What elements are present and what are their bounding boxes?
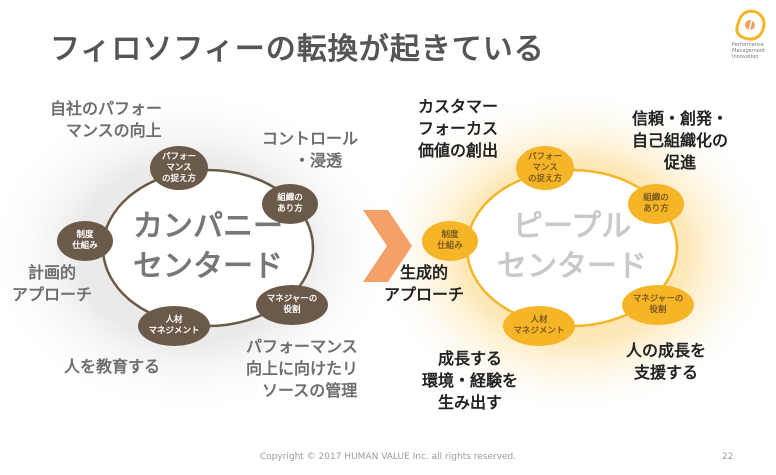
node-line: 組織の	[643, 193, 669, 203]
label-line: アプローチ	[12, 285, 93, 304]
node-line: マネジャーの	[632, 294, 684, 304]
right-label-trust: 信頼・創発・ 自己組織化の 促進	[632, 108, 728, 174]
label-line: フォーカス	[418, 119, 499, 138]
right-label-customer: カスタマー フォーカス 価値の創出	[418, 96, 498, 162]
left-center-label: カンパニー センタード	[133, 207, 283, 287]
node-line: の捉え方	[527, 173, 562, 184]
right-node-manager: マネジャーの役割	[622, 285, 694, 325]
right-node-organization: 組織のあり方	[628, 184, 684, 224]
right-node-talent: 人材マネジメント	[503, 306, 575, 346]
node-line: パフォー	[161, 151, 196, 162]
right-node-system: 制度仕組み	[422, 221, 478, 261]
node-line: マネジメント	[148, 326, 200, 336]
right-label-environment: 成長する 環境・経験を 生み出す	[422, 348, 518, 414]
label-line: 人を教育する	[64, 357, 161, 376]
logo-text-line: Management	[732, 48, 765, 54]
node-line: マンス	[166, 162, 192, 173]
company-logo-icon	[735, 9, 766, 41]
label-line: 支援する	[634, 363, 699, 382]
label-line: 信頼・創発・	[632, 109, 729, 128]
node-line: 組織の	[277, 193, 303, 203]
node-line: 役割	[649, 305, 667, 315]
label-line: 促進	[664, 153, 697, 172]
label-line: 価値の創出	[418, 141, 499, 160]
right-label-support: 人の成長を 支援する	[626, 340, 706, 384]
page-title: フィロソフィーの転換が起きている	[50, 32, 545, 67]
node-line: 役割	[283, 305, 301, 315]
node-line: パフォー	[527, 151, 562, 162]
left-node-organization: 組織のあり方	[262, 184, 318, 224]
node-line: あり方	[277, 204, 303, 214]
label-line: 人の成長を	[626, 341, 707, 360]
left-node-performance: パフォーマンスの捉え方	[150, 146, 208, 190]
left-label-educate: 人を教育する	[64, 356, 160, 378]
left-node-system: 制度仕組み	[57, 221, 113, 261]
left-center-line: センタード	[133, 249, 283, 284]
left-label-resource: パフォーマンス 向上に向けたリ ソースの管理	[246, 336, 358, 402]
label-line: 生成的	[400, 263, 449, 282]
left-node-talent: 人材マネジメント	[138, 306, 210, 346]
label-line: コントロール	[262, 129, 359, 148]
left-label-control: コントロール ・浸透	[262, 128, 358, 172]
label-line: ・浸透	[294, 151, 343, 170]
label-line: アプローチ	[384, 285, 465, 304]
node-line: 人材	[530, 315, 548, 325]
label-line: カスタマー	[418, 97, 499, 116]
right-center-label: ピープル センタード	[492, 207, 652, 287]
left-node-manager: マネジャーの役割	[256, 285, 328, 325]
label-line: 成長する	[438, 349, 503, 368]
transition-arrow	[363, 210, 412, 282]
label-line: 自己組織化の	[632, 131, 729, 150]
left-label-planned: 計画的 アプローチ	[12, 262, 92, 306]
left-center-line: カンパニー	[133, 209, 283, 244]
label-line: ソースの管理	[262, 381, 358, 400]
node-line: 制度	[441, 230, 459, 240]
right-center-line: ピープル	[512, 209, 632, 244]
label-line: 環境・経験を	[422, 371, 519, 390]
logo-text-line: Performance	[732, 42, 764, 48]
node-line: の捉え方	[161, 173, 196, 184]
page-number: 22	[722, 452, 734, 462]
node-line: 制度	[76, 230, 94, 240]
label-line: 計画的	[28, 263, 77, 282]
right-label-generative: 生成的 アプローチ	[384, 262, 464, 306]
node-line: マンス	[532, 162, 558, 173]
label-line: マンスの向上	[66, 121, 162, 140]
node-line: 仕組み	[72, 241, 98, 251]
label-line: パフォーマンス	[246, 337, 358, 356]
label-line: 向上に向けたリ	[246, 359, 359, 378]
node-line: 仕組み	[437, 241, 463, 251]
node-line: 人材	[165, 315, 183, 325]
copyright-footer: Copyright © 2017 HUMAN VALUE Inc. all ri…	[259, 452, 517, 462]
left-label-performance: 自社のパフォー マンスの向上	[50, 98, 162, 142]
node-line: マネジャーの	[266, 294, 318, 304]
node-line: あり方	[643, 204, 669, 214]
right-center-line: センタード	[497, 249, 647, 284]
right-node-performance: パフォーマンスの捉え方	[516, 146, 574, 190]
label-line: 自社のパフォー	[50, 99, 163, 118]
logo-text: Performance Management Innovation	[732, 42, 776, 60]
logo-text-line: Innovation	[732, 54, 759, 60]
node-line: マネジメント	[513, 326, 565, 336]
label-line: 生み出す	[438, 393, 503, 412]
